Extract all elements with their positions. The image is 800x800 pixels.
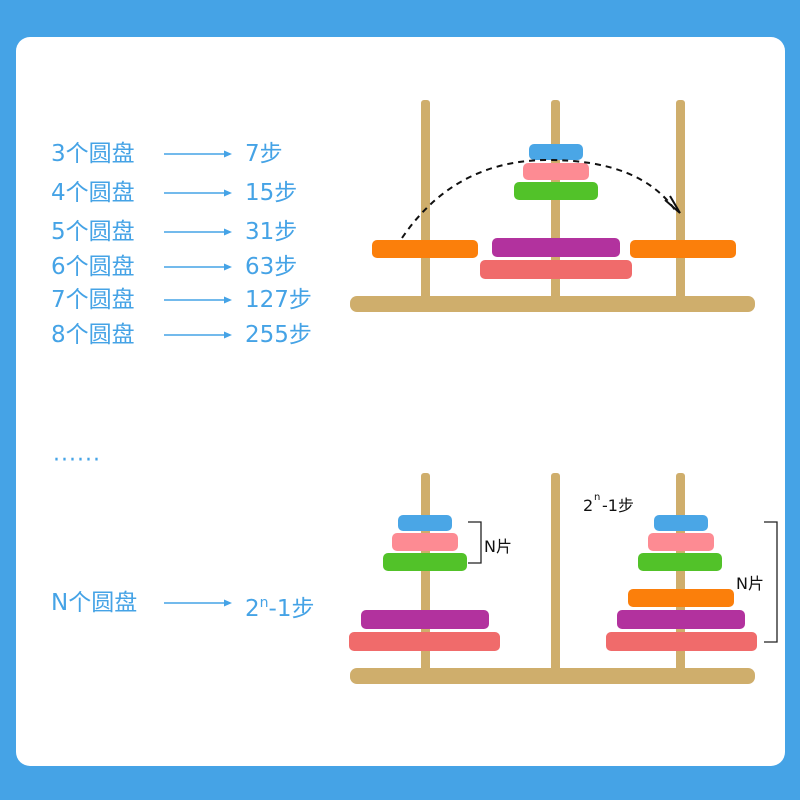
disk-orange-right-stack xyxy=(628,589,734,607)
disk-green-left-stack xyxy=(383,553,467,571)
disk-purple-left-stack xyxy=(361,610,489,629)
disk-pink-left-stack xyxy=(392,533,458,551)
rod-middle-bottom xyxy=(551,473,560,673)
svg-text:n: n xyxy=(594,492,600,503)
n-pieces-label-right: N片 xyxy=(736,574,764,593)
disk-blue-left-stack xyxy=(398,515,452,531)
bracket-right xyxy=(764,522,777,642)
disk-blue-right-stack xyxy=(654,515,708,531)
svg-text:-1步: -1步 xyxy=(602,496,634,515)
n-pieces-label-left: N片 xyxy=(484,537,512,556)
disk-purple-right-stack xyxy=(617,610,745,629)
disk-red-right-stack xyxy=(606,632,757,651)
bracket-left xyxy=(468,522,481,563)
disk-pink-right-stack xyxy=(648,533,714,551)
steps-formula-label: 2 n -1步 xyxy=(583,492,634,515)
disk-green-right-stack xyxy=(638,553,722,571)
disk-red-left-stack xyxy=(349,632,500,651)
base-bar-bottom xyxy=(350,668,755,684)
svg-text:2: 2 xyxy=(583,496,593,515)
